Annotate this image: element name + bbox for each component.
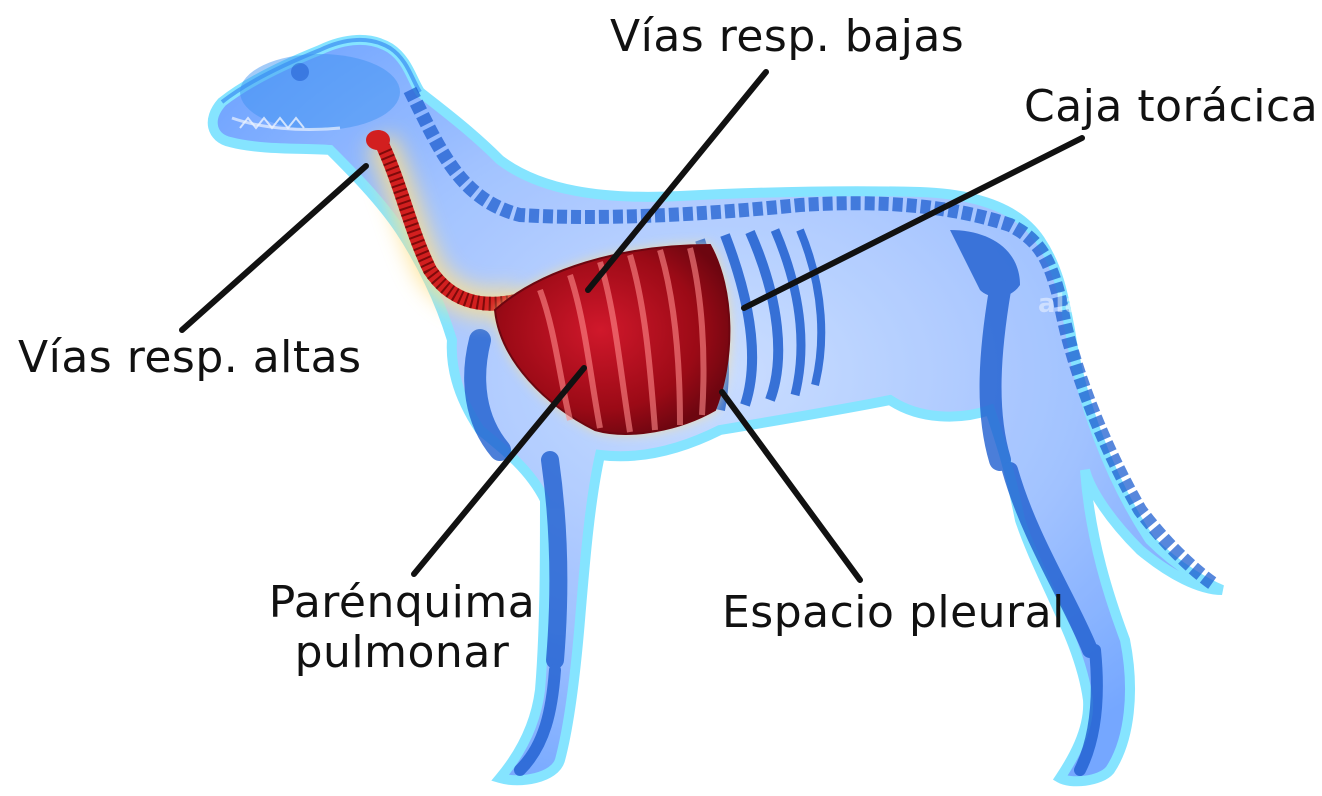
label-vias-resp-bajas: Vías resp. bajas — [610, 12, 964, 62]
leader-line-vias-altas — [182, 166, 366, 330]
label-parenquima-line1: Parénquima — [262, 578, 542, 628]
label-vias-resp-altas: Vías resp. altas — [18, 333, 362, 383]
watermark: alamy — [1038, 289, 1126, 319]
label-parenquima-pulmonar: Parénquima pulmonar — [262, 578, 542, 678]
label-caja-toracica: Caja torácica — [1024, 82, 1318, 132]
label-espacio-pleural: Espacio pleural — [722, 588, 1065, 638]
label-parenquima-line2: pulmonar — [262, 628, 542, 678]
